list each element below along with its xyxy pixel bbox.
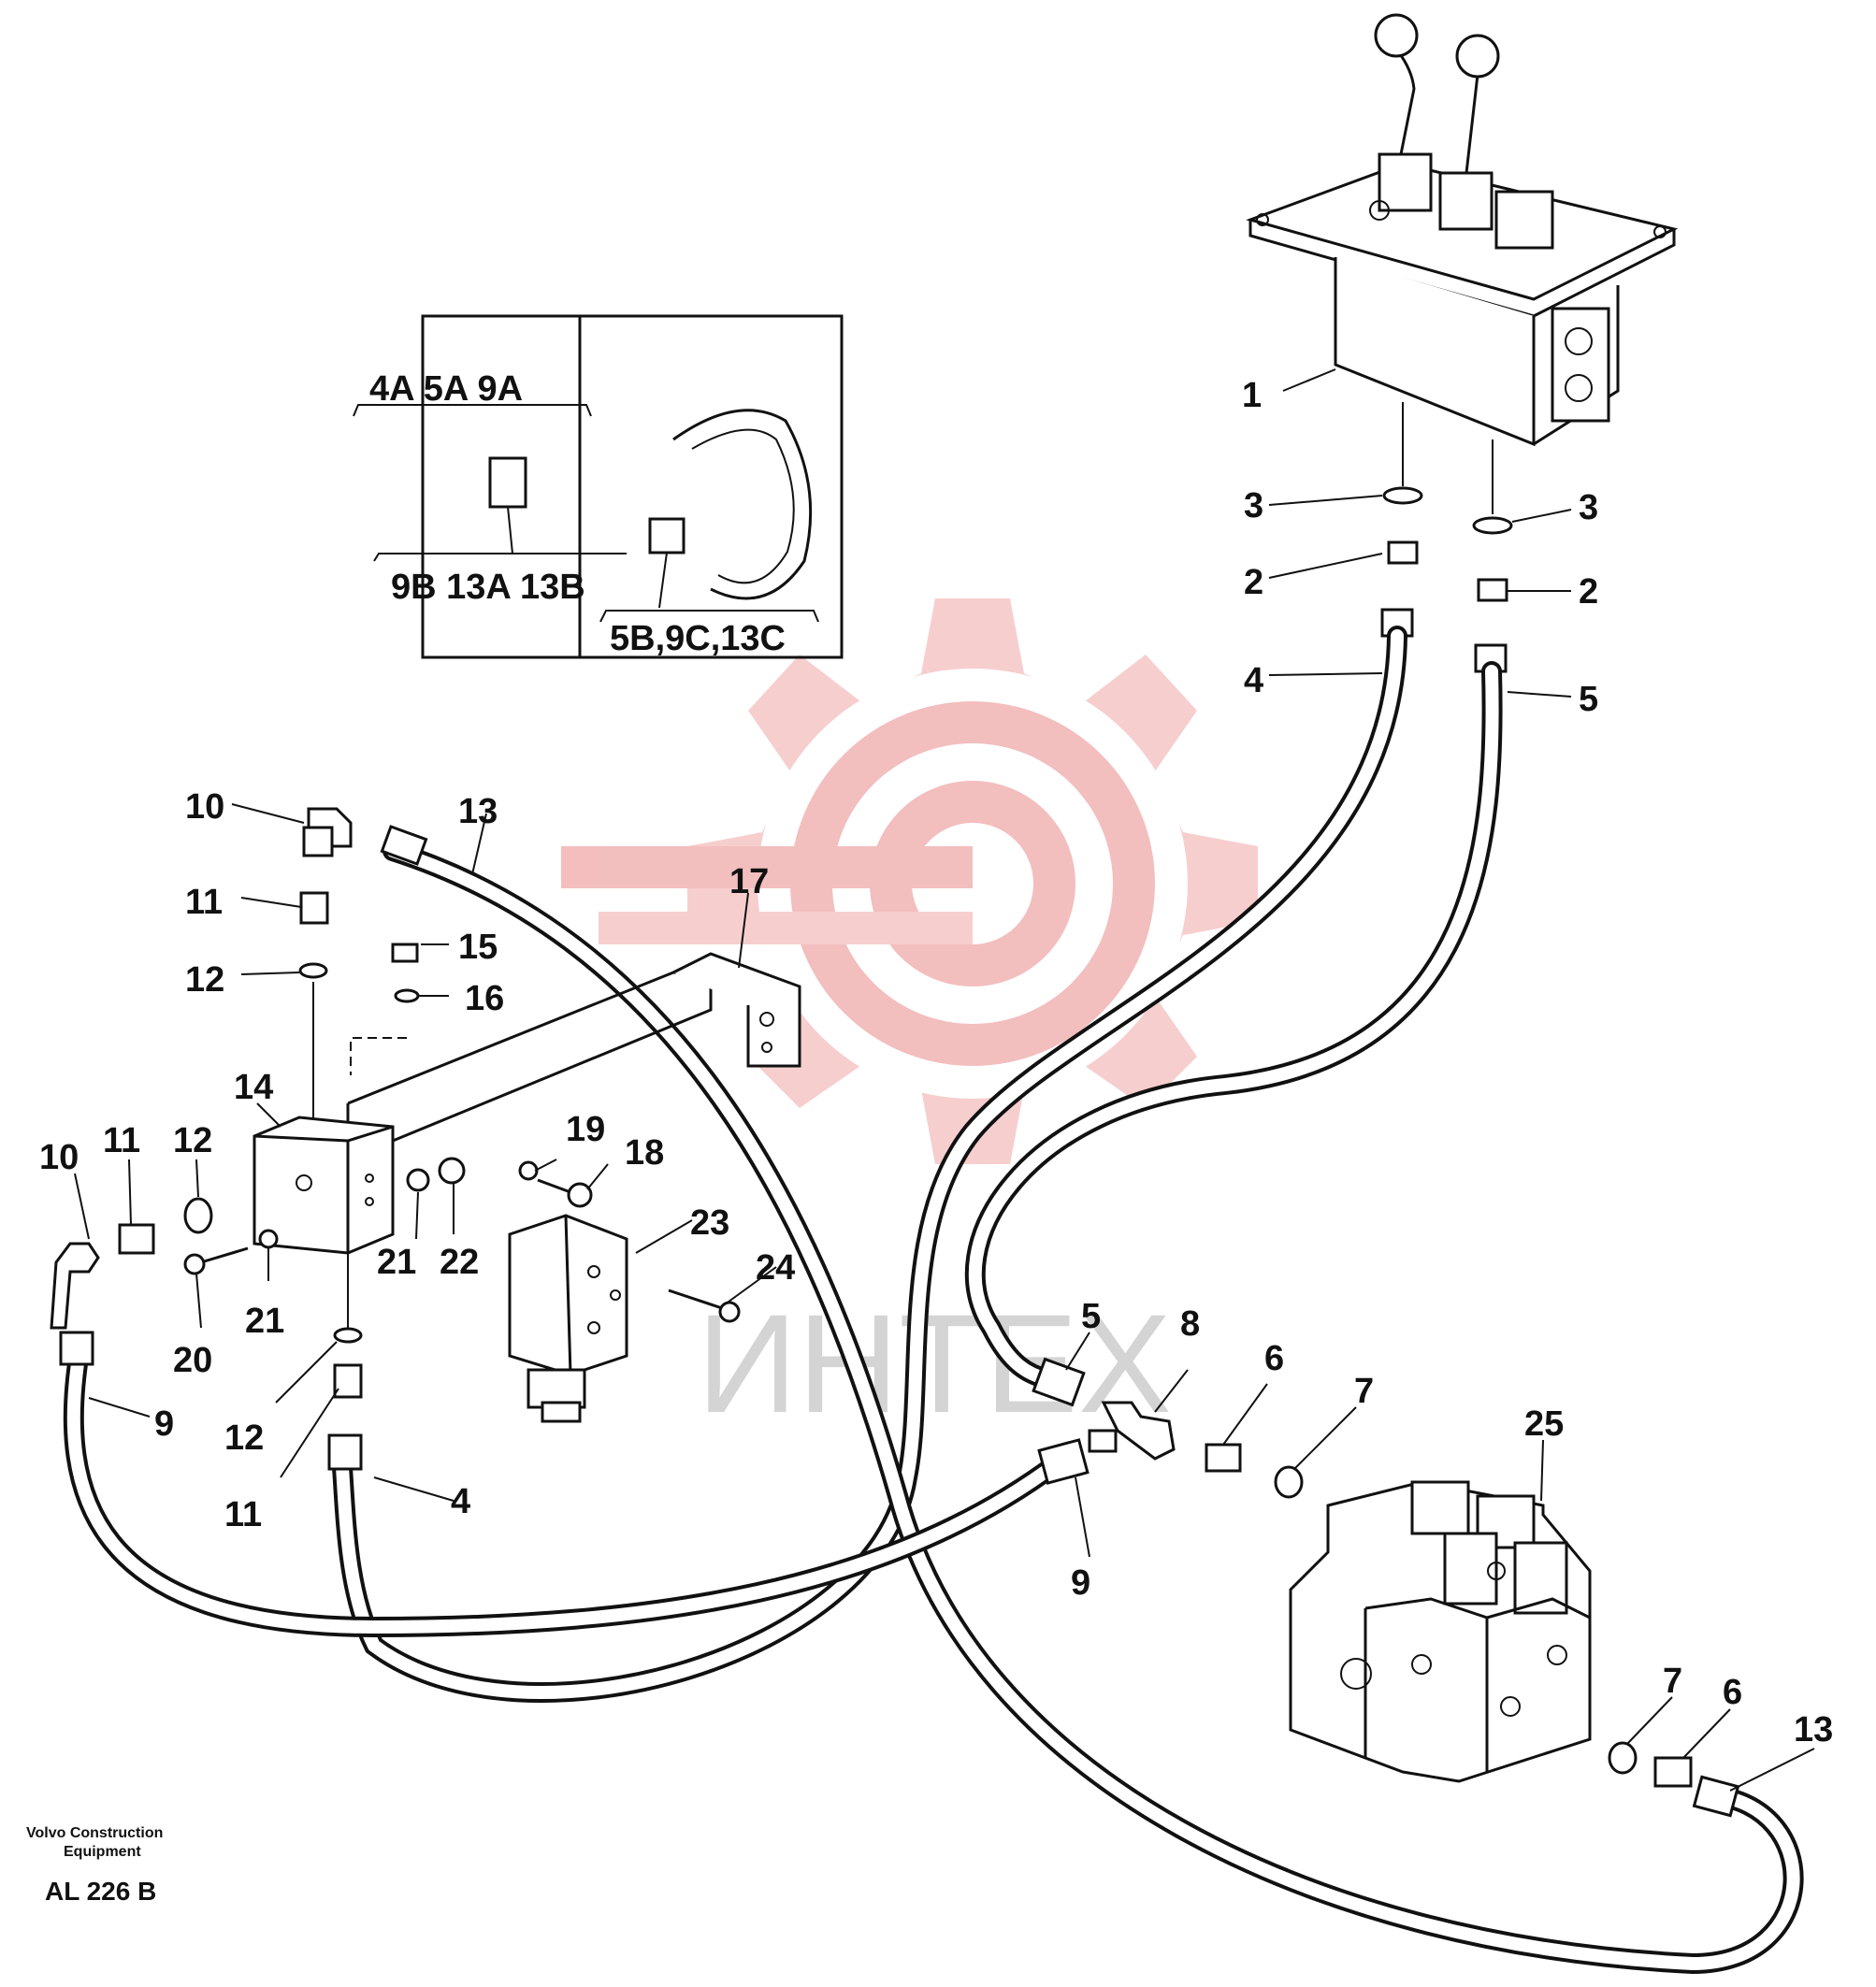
inset-label-top-left: 4A 5A 9A: [369, 369, 523, 409]
callout-13-right: 13: [1794, 1710, 1833, 1749]
callout-11-bottom: 11: [224, 1495, 262, 1534]
callout-9-mid: 9: [1071, 1563, 1090, 1603]
watermark-logo: [561, 598, 1258, 1164]
callout-14: 14: [234, 1068, 273, 1107]
callout-5-top: 5: [1579, 680, 1598, 719]
inset-label-bottom-right: 5B,9C,13C: [610, 619, 786, 658]
callout-7-mid: 7: [1354, 1372, 1374, 1411]
callout-4-bottom: 4: [451, 1482, 470, 1521]
callout-11-left: 11: [103, 1121, 140, 1160]
callout-22: 22: [440, 1243, 479, 1282]
callout-12-bottom: 12: [224, 1418, 264, 1458]
callout-23: 23: [690, 1203, 729, 1243]
callout-13-top: 13: [458, 792, 498, 831]
callout-15: 15: [458, 928, 498, 967]
callouts: 1 3 3 2 2 4 5 10 13 17 11 15 12 16 14 10…: [39, 376, 1833, 1749]
callout-6-right: 6: [1723, 1673, 1742, 1712]
callout-4-top: 4: [1244, 661, 1263, 700]
callout-2-right: 2: [1579, 572, 1598, 612]
callout-25: 25: [1524, 1404, 1564, 1444]
inset-box: 4A 5A 9A 9B 13A 13B 5B,9C,13C: [353, 314, 844, 659]
callout-6-mid: 6: [1264, 1339, 1284, 1378]
callout-3-left: 3: [1244, 486, 1263, 526]
hoses: [63, 626, 1804, 1975]
callout-5-mid: 5: [1081, 1297, 1101, 1336]
control-valve: [1289, 1480, 1693, 1788]
callout-16: 16: [465, 979, 504, 1018]
hose-ends: [59, 825, 1740, 1818]
callout-12-left: 12: [173, 1121, 212, 1160]
callout-9-left: 9: [154, 1404, 174, 1444]
callout-21-right: 21: [377, 1243, 416, 1282]
callout-10-left: 10: [39, 1138, 79, 1177]
callout-20: 20: [173, 1341, 212, 1380]
callout-8: 8: [1180, 1304, 1200, 1344]
watermark-text: ИНТЕХ: [697, 1285, 1172, 1442]
control-lever-unit: [1246, 13, 1679, 447]
drawing-code: AL 226 B: [45, 1877, 156, 1906]
callout-24: 24: [756, 1248, 795, 1288]
callout-11-top: 11: [185, 883, 223, 922]
callout-2-left: 2: [1244, 563, 1263, 602]
valve-manifold: [50, 807, 801, 1399]
callout-17: 17: [729, 862, 769, 901]
callout-1: 1: [1242, 376, 1262, 415]
footer: Volvo Construction Equipment AL 226 B: [26, 1825, 163, 1906]
brand-line-2: Equipment: [64, 1844, 141, 1860]
top-fittings: [1380, 486, 1513, 673]
callout-12-top: 12: [185, 960, 224, 1000]
callout-18: 18: [625, 1133, 664, 1173]
callout-21-left: 21: [245, 1302, 284, 1341]
leader-lines: [74, 368, 1815, 1792]
callout-3-right: 3: [1579, 488, 1598, 527]
callout-19: 19: [566, 1110, 605, 1149]
callout-7-right: 7: [1663, 1662, 1682, 1701]
solenoid: [508, 1214, 741, 1423]
callout-10-top: 10: [185, 787, 224, 827]
tee-fittings: [1088, 1401, 1304, 1499]
inset-label-bottom-left: 9B 13A 13B: [391, 568, 585, 607]
brand-line-1: Volvo Construction: [26, 1825, 163, 1841]
